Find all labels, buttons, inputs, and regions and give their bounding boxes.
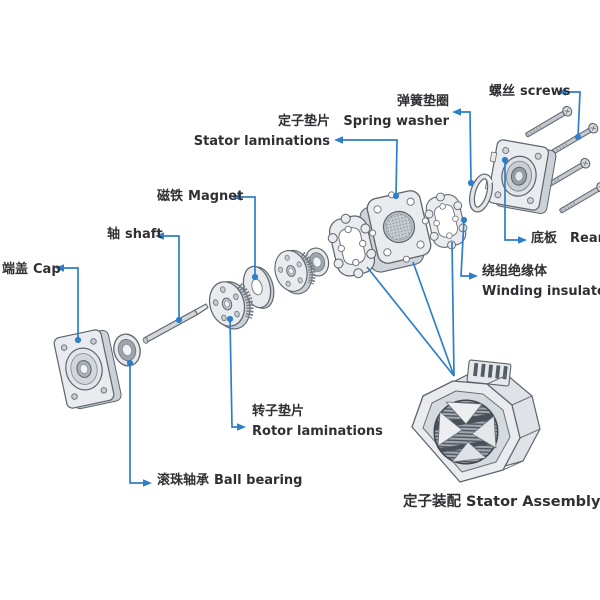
shaft-label: 轴 shaft bbox=[107, 225, 163, 245]
screw-icon bbox=[551, 122, 599, 155]
stator-laminations-label-en: Stator laminations bbox=[193, 134, 330, 149]
screw-icon bbox=[559, 181, 600, 214]
ball-bearing-label: 滚珠轴承 Ball bearing bbox=[157, 471, 302, 491]
stator-laminations-label-zh: 定子垫片 bbox=[277, 114, 330, 129]
rotor-lamination-rear-part bbox=[274, 249, 316, 295]
spring-washer-label: 弹簧垫圈 Spring washer bbox=[343, 92, 449, 132]
magnet-leader-line bbox=[232, 193, 259, 281]
screws-label-zh: 螺丝 bbox=[489, 84, 516, 99]
winding-insulator-left-part bbox=[327, 213, 377, 279]
ball-bearing-part bbox=[113, 333, 141, 367]
shaft-label-zh: 轴 bbox=[107, 227, 121, 242]
rear-leader-line bbox=[501, 156, 527, 244]
magnet-label: 磁铁 Magnet bbox=[157, 187, 243, 207]
rear-plate-part bbox=[484, 139, 557, 214]
spring-washer-label-zh: 弹簧垫圈 bbox=[396, 94, 449, 109]
rear-label-zh: 底板 bbox=[531, 231, 558, 246]
cap-label-zh: 端盖 bbox=[2, 262, 29, 277]
ball-bearing-leader-line bbox=[126, 359, 152, 487]
shaft-leader-line bbox=[155, 232, 183, 324]
rear-label: 底板 Rear bbox=[531, 229, 600, 249]
winding-insulator-label-en: Winding insulator bbox=[482, 284, 600, 299]
stator-assembly-title-en: Stator Assembly bbox=[466, 494, 600, 510]
screws-group bbox=[525, 105, 600, 214]
shaft-label-en: shaft bbox=[125, 227, 163, 242]
rotor-laminations-label-zh: 转子垫片 bbox=[252, 404, 305, 419]
shaft-part bbox=[142, 303, 209, 344]
cap-label-en: Cap bbox=[33, 262, 61, 277]
assembly-convergence-lines bbox=[366, 241, 455, 377]
rotor-lamination-front-part bbox=[208, 281, 254, 330]
cap-label: 端盖 Cap bbox=[2, 260, 61, 280]
screws-label: 螺丝 screws bbox=[489, 82, 570, 102]
rotor-laminations-leader-line bbox=[226, 315, 246, 431]
stator-assembly-title: 定子装配 Stator Assembly bbox=[403, 492, 600, 512]
spring-washer-label-en: Spring washer bbox=[343, 114, 449, 129]
stator-lamination-stack-part bbox=[359, 190, 432, 273]
winding-insulator-label: 绕组绝缘体 Winding insulator bbox=[482, 262, 600, 302]
ball-bearing-label-zh: 滚珠轴承 bbox=[157, 473, 210, 488]
stator-assembly-part bbox=[411, 359, 541, 483]
rotor-laminations-label: 转子垫片 Rotor laminations bbox=[252, 402, 383, 442]
stator-laminations-label: 定子垫片 Stator laminations bbox=[194, 112, 330, 152]
screws-leader-line bbox=[557, 88, 582, 141]
stator-laminations-leader-line bbox=[334, 136, 400, 200]
screw-icon bbox=[525, 105, 573, 138]
winding-insulator-right-part bbox=[424, 192, 468, 250]
spring-washer-leader-line bbox=[452, 108, 475, 187]
rear-bearing-part bbox=[304, 247, 330, 277]
screw-icon bbox=[543, 157, 591, 190]
winding-insulator-leader-line bbox=[460, 216, 478, 280]
parts-layer bbox=[53, 105, 600, 483]
ball-bearing-label-en: Ball bearing bbox=[214, 473, 303, 488]
stator-assembly-title-zh: 定子装配 bbox=[403, 494, 461, 510]
leader-lines-layer bbox=[55, 88, 582, 487]
screws-label-en: screws bbox=[520, 84, 571, 99]
rotor-laminations-label-en: Rotor laminations bbox=[252, 424, 383, 439]
cap-part bbox=[53, 329, 122, 410]
magnet-label-en: Magnet bbox=[188, 189, 244, 204]
spring-washer-part bbox=[468, 173, 494, 213]
winding-insulator-label-zh: 绕组绝缘体 bbox=[482, 264, 548, 279]
magnet-label-zh: 磁铁 bbox=[157, 189, 184, 204]
cap-leader-line bbox=[55, 264, 82, 344]
rear-label-en: Rear bbox=[570, 231, 600, 246]
